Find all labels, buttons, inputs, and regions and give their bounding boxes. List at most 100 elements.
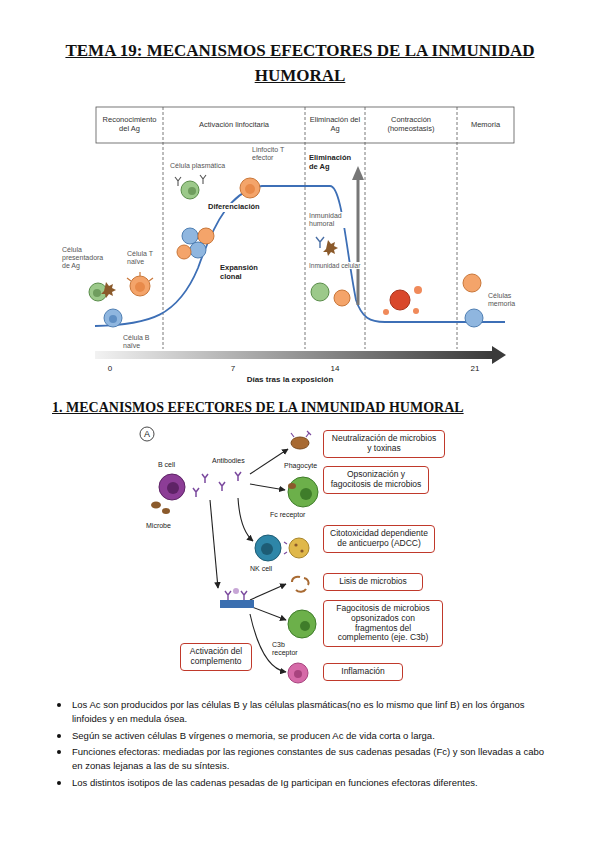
- effector-arrow: [210, 500, 218, 588]
- figure-label: 21: [466, 364, 484, 373]
- effector-box: Opsonización y fagocitosis de microbios: [323, 466, 429, 494]
- node-text: Fagocitosis de microbios opsonizados con…: [329, 604, 437, 643]
- bullet-item: Según se activen células B vírgenes o me…: [56, 729, 548, 743]
- nk-cell: [255, 535, 281, 561]
- node-text: Eliminación del Ag: [307, 116, 363, 133]
- target-cell: [294, 543, 297, 546]
- phagocyte: [288, 610, 316, 638]
- dying-cell: [383, 286, 422, 315]
- phase-divider: [457, 107, 458, 349]
- target-cell: [284, 542, 287, 554]
- figure-label: 0: [101, 364, 119, 373]
- node-text: Inflamación: [329, 667, 397, 677]
- complement-complex: [220, 600, 254, 608]
- section-heading: 1. MECANISMOS EFECTORES DE LA INMUNIDAD …: [52, 400, 464, 416]
- lysed-microbe: [304, 578, 309, 585]
- elimination-arrow: [357, 178, 360, 305]
- phase-divider: [163, 107, 457, 349]
- nk-cell: [261, 543, 273, 555]
- figure-label: A: [141, 429, 153, 439]
- page-title: TEMA 19: MECANISMOS EFECTORES DE LA INMU…: [40, 38, 560, 88]
- target-cell: [289, 538, 309, 558]
- neutralized-microbe: [291, 431, 311, 449]
- bullet-item: Los distintos isotipos de las cadenas pe…: [56, 776, 548, 790]
- effector-t-cell: [240, 178, 260, 198]
- effector-box: Neutralización de microbios y toxinas: [323, 430, 445, 458]
- dying-cell: [390, 290, 410, 310]
- figure-label: Inmunidad humoral: [309, 212, 349, 228]
- antibody-icon: [219, 482, 225, 491]
- bullet-dot: [57, 703, 61, 707]
- cellular-immunity-cells: [311, 283, 329, 301]
- node-text: Citotoxicidad dependiente de anticuerpo …: [329, 529, 429, 549]
- bullet-text: Los distintos isotipos de las cadenas pe…: [72, 776, 548, 790]
- figure-label: C3b receptor: [272, 641, 304, 657]
- time-axis: [95, 351, 492, 359]
- figure-label: Diferenciación: [208, 203, 260, 212]
- lysed-microbe: [292, 577, 300, 582]
- clonal-expansion-cells: [198, 228, 214, 244]
- inflammatory-cell: [288, 663, 308, 683]
- bullet-text: Según se activen células B vírgenes o me…: [72, 729, 548, 743]
- figure-label: Fc receptor: [270, 511, 305, 519]
- phagocyte: [288, 477, 318, 507]
- figure-label: Linfocito T efector: [252, 146, 300, 162]
- microbe-icon: [151, 502, 161, 509]
- phase-header: Contracción (homeostasis): [366, 108, 456, 142]
- antibody-icon: [202, 474, 208, 483]
- effector-arrow: [250, 584, 286, 600]
- antigen-presenting-cell: [101, 282, 116, 298]
- target-cell: [284, 538, 309, 558]
- clonal-expansion-cells: [190, 242, 206, 258]
- effector-arrow: [238, 498, 253, 541]
- figure-label: NK cell: [250, 565, 272, 573]
- phase-header: Reconocimiento del Ag: [97, 108, 162, 142]
- elimination-arrow: [352, 166, 364, 180]
- elimination-arrow: [352, 166, 364, 305]
- figure-label: Expansión clonal: [220, 264, 264, 281]
- memory-cells: [463, 274, 483, 327]
- effector-arrow: [252, 607, 286, 620]
- effector-box: Fagocitosis de microbios opsonizados con…: [323, 600, 443, 647]
- figure-label: Antibodies: [212, 457, 245, 465]
- effector-box: Activación del complemento: [180, 643, 252, 671]
- effector-arrow: [210, 449, 288, 672]
- figure-letter-circle: [140, 427, 154, 441]
- antibody-icon: [193, 488, 199, 497]
- b-cell: [159, 474, 185, 500]
- plasma-cell: [181, 181, 199, 199]
- cellular-immunity-cells: [334, 290, 350, 306]
- b-cell: [109, 315, 117, 323]
- figure-label: Célula B naïve: [123, 334, 159, 350]
- inflammatory-cell: [294, 670, 302, 678]
- antibody-icon: [316, 237, 338, 256]
- memory-cells: [463, 274, 481, 292]
- node-text: Activación del complemento: [186, 647, 246, 667]
- figure-label: Célula presentadora de Ag: [62, 246, 108, 270]
- memory-cells: [465, 309, 483, 327]
- complement-complex: [233, 588, 239, 594]
- effector-t-cell: [240, 178, 260, 198]
- bullet-dot: [57, 750, 61, 754]
- b-cell: [159, 474, 185, 500]
- figure-label: 7: [224, 364, 242, 373]
- figure-label: Microbe: [146, 522, 171, 530]
- antigen-presenting-cell: [89, 282, 116, 301]
- b-cell: [167, 482, 179, 494]
- antibody-icon: [323, 240, 338, 256]
- effector-arrow: [250, 484, 285, 490]
- t-cell: [130, 276, 150, 296]
- figure-label: Phagocyte: [284, 462, 317, 470]
- phase-header: Activación linfocitaria: [164, 108, 304, 142]
- b-cell: [104, 309, 122, 327]
- figure-label: Célula plasmática: [170, 162, 225, 170]
- phagocyte: [300, 488, 312, 500]
- clonal-expansion-cells: [177, 245, 191, 259]
- bullet-list: Los Ac son producidos por las células B …: [56, 698, 548, 793]
- node-text: Neutralización de microbios y toxinas: [329, 434, 439, 454]
- inflammatory-cell: [288, 663, 308, 683]
- figure-label: B cell: [158, 461, 175, 469]
- clonal-expansion-cells: [177, 228, 214, 259]
- phagocyte: [300, 621, 310, 631]
